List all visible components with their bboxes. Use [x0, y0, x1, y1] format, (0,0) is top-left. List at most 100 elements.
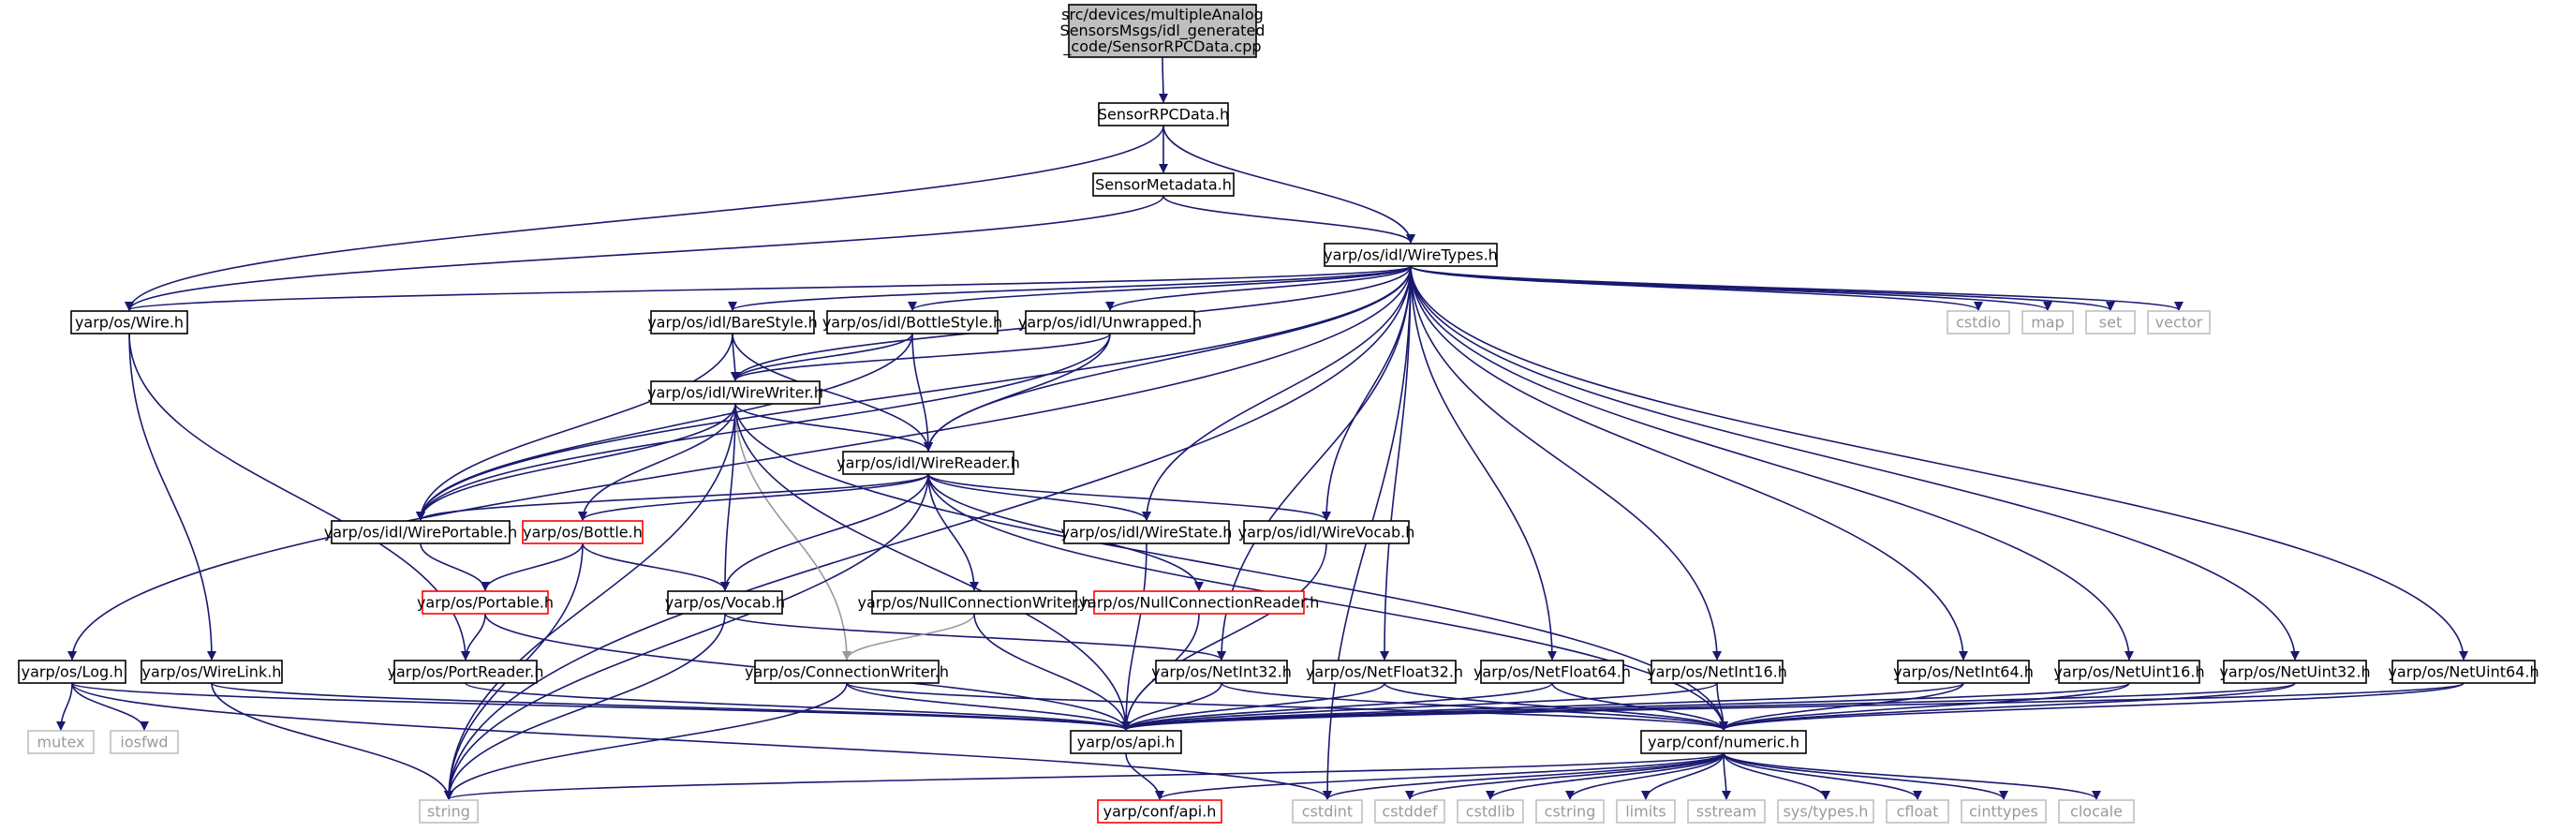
edge-bottlestyle-to-wirewriter [731, 333, 913, 381]
node-map[interactable]: map [2021, 310, 2074, 334]
edge-barestyle-to-wirereader [732, 333, 933, 452]
node-netuint64[interactable]: yarp/os/NetUint64.h [2388, 660, 2539, 684]
node-clocale[interactable]: clocale [2058, 799, 2135, 824]
node-iosfwd[interactable]: iosfwd [110, 730, 179, 754]
node-netfloat64[interactable]: yarp/os/NetFloat64.h [1473, 660, 1631, 684]
node-numeric[interactable]: yarp/conf/numeric.h [1640, 730, 1807, 754]
edge-wirewriter-to-wirereader [734, 403, 933, 452]
edge-bottle-to-vocab [582, 542, 730, 591]
node-cinttypes[interactable]: cinttypes [1961, 799, 2047, 824]
node-api[interactable]: yarp/os/api.h [1070, 730, 1182, 754]
node-bottle[interactable]: yarp/os/Bottle.h [522, 520, 644, 544]
node-netfloat32[interactable]: yarp/os/NetFloat32.h [1306, 660, 1463, 684]
node-label-netuint64: yarp/os/NetUint64.h [2388, 663, 2539, 681]
node-systypes[interactable]: sys/types.h [1777, 799, 1874, 824]
node-sensormeta[interactable]: SensorMetadata.h [1092, 172, 1235, 197]
node-wirelink[interactable]: yarp/os/WireLink.h [141, 660, 283, 684]
node-log[interactable]: yarp/os/Log.h [18, 660, 126, 684]
edge-wirereader-to-numeric [927, 473, 1728, 731]
node-connwriter[interactable]: yarp/os/ConnectionWriter.h [745, 660, 949, 684]
node-netuint16[interactable]: yarp/os/NetUint16.h [2053, 660, 2205, 684]
node-nullconnreader[interactable]: yarp/os/NullConnectionReader.h [1079, 590, 1320, 615]
edge-netint16-to-api [1121, 682, 1718, 731]
node-label-barestyle: yarp/os/idl/BareStyle.h [647, 314, 818, 332]
edge-wiretypes-to-netuint16 [1410, 265, 2134, 661]
node-portable[interactable]: yarp/os/Portable.h [417, 590, 554, 615]
node-label-numeric: yarp/conf/numeric.h [1648, 734, 1799, 751]
node-vector[interactable]: vector [2147, 310, 2211, 334]
edge-wiretypes-to-wirestate [1142, 265, 1412, 521]
node-mutex[interactable]: mutex [27, 730, 95, 754]
node-label-cstdint: cstdint [1302, 803, 1353, 821]
node-wirestate[interactable]: yarp/os/idl/WireState.h [1061, 520, 1233, 544]
node-netint16[interactable]: yarp/os/NetInt16.h [1647, 660, 1787, 684]
node-sstream[interactable]: sstream [1687, 799, 1766, 824]
node-label-cstdio: cstdio [1956, 314, 2001, 332]
edge-wirereader-to-wireportable [416, 473, 929, 521]
node-cstring[interactable]: cstring [1535, 799, 1605, 824]
node-cfloat[interactable]: cfloat [1886, 799, 1949, 824]
edge-wirereader-to-bottle [578, 473, 929, 521]
node-wirevocab[interactable]: yarp/os/idl/WireVocab.h [1238, 520, 1415, 544]
node-box-connwriter [754, 660, 940, 684]
node-label-cinttypes: cinttypes [1969, 803, 2038, 821]
node-vocab[interactable]: yarp/os/Vocab.h [665, 590, 785, 615]
node-wireportable[interactable]: yarp/os/idl/WirePortable.h [324, 520, 518, 544]
node-label-netuint16: yarp/os/NetUint16.h [2053, 663, 2204, 681]
node-netuint32[interactable]: yarp/os/NetUint32.h [2219, 660, 2371, 684]
node-netint32[interactable]: yarp/os/NetInt32.h [1151, 660, 1292, 684]
node-label-netfloat32: yarp/os/NetFloat32.h [1306, 663, 1463, 681]
node-label-netint32: yarp/os/NetInt32.h [1151, 663, 1292, 681]
edge-wirereader-to-wirestate [927, 473, 1151, 521]
edge-sensorrpc-to-wiretypes [1162, 125, 1415, 244]
node-box-nullconnwriter [871, 590, 1077, 615]
node-sensorrpc[interactable]: SensorRPCData.h [1098, 102, 1229, 126]
node-box-set [2085, 310, 2136, 334]
node-wirereader[interactable]: yarp/os/idl/WireReader.h [836, 451, 1020, 475]
node-barestyle[interactable]: yarp/os/idl/BareStyle.h [647, 310, 818, 334]
edge-unwrapped-to-wirewriter [731, 333, 1111, 381]
node-cstdint[interactable]: cstdint [1292, 799, 1363, 824]
node-label-portreader: yarp/os/PortReader.h [387, 663, 543, 681]
node-string[interactable]: string [419, 799, 479, 824]
node-label-cstring: cstring [1545, 803, 1596, 821]
node-box-portable [422, 590, 549, 615]
node-portreader[interactable]: yarp/os/PortReader.h [387, 660, 544, 684]
node-confapi[interactable]: yarp/conf/api.h [1097, 799, 1222, 824]
node-wire[interactable]: yarp/os/Wire.h [70, 310, 188, 334]
edge-wire-to-portreader [128, 333, 470, 661]
edge-unwrapped-to-wirereader [924, 333, 1111, 452]
edge-wiretypes-to-vector [1410, 265, 2184, 311]
node-netint64[interactable]: yarp/os/NetInt64.h [1893, 660, 2034, 684]
node-box-wirestate [1063, 520, 1230, 544]
edge-wirewriter-to-wireportable [416, 403, 736, 521]
node-cstddef[interactable]: cstddef [1374, 799, 1445, 824]
node-box-sensorrpc [1098, 102, 1229, 126]
node-set[interactable]: set [2085, 310, 2136, 334]
node-box-clocale [2058, 799, 2135, 824]
edge-wiretypes-to-wire [125, 265, 1412, 311]
node-cstdlib[interactable]: cstdlib [1457, 799, 1524, 824]
node-box-wireportable [331, 520, 511, 544]
node-box-unwrapped [1025, 310, 1195, 334]
node-wirewriter[interactable]: yarp/os/idl/WireWriter.h [647, 380, 823, 405]
node-limits[interactable]: limits [1616, 799, 1676, 824]
node-label-root-line-3: _code/SensorRPCData.cpp [1062, 37, 1261, 56]
node-label-nullconnwriter: yarp/os/NullConnectionWriter.h [857, 594, 1090, 612]
node-label-confapi: yarp/conf/api.h [1103, 803, 1217, 821]
node-box-netuint64 [2391, 660, 2536, 684]
node-box-numeric [1640, 730, 1807, 754]
node-label-root-line-1: src/devices/multipleAnalog [1061, 6, 1264, 23]
node-bottlestyle[interactable]: yarp/os/idl/BottleStyle.h [822, 310, 1002, 334]
node-box-wirewriter [650, 380, 821, 405]
node-label-wirelink: yarp/os/WireLink.h [142, 663, 282, 681]
node-label-sstream: sstream [1696, 803, 1756, 821]
node-box-netuint32 [2223, 660, 2367, 684]
node-cstdio[interactable]: cstdio [1947, 310, 2010, 334]
node-wiretypes[interactable]: yarp/os/idl/WireTypes.h [1324, 243, 1498, 267]
node-label-unwrapped: yarp/os/idl/Unwrapped.h [1018, 314, 1202, 332]
node-box-cstring [1535, 799, 1605, 824]
node-unwrapped[interactable]: yarp/os/idl/Unwrapped.h [1018, 310, 1202, 334]
node-nullconnwriter[interactable]: yarp/os/NullConnectionWriter.h [857, 590, 1091, 615]
edge-wirereader-to-vocab [720, 473, 929, 591]
